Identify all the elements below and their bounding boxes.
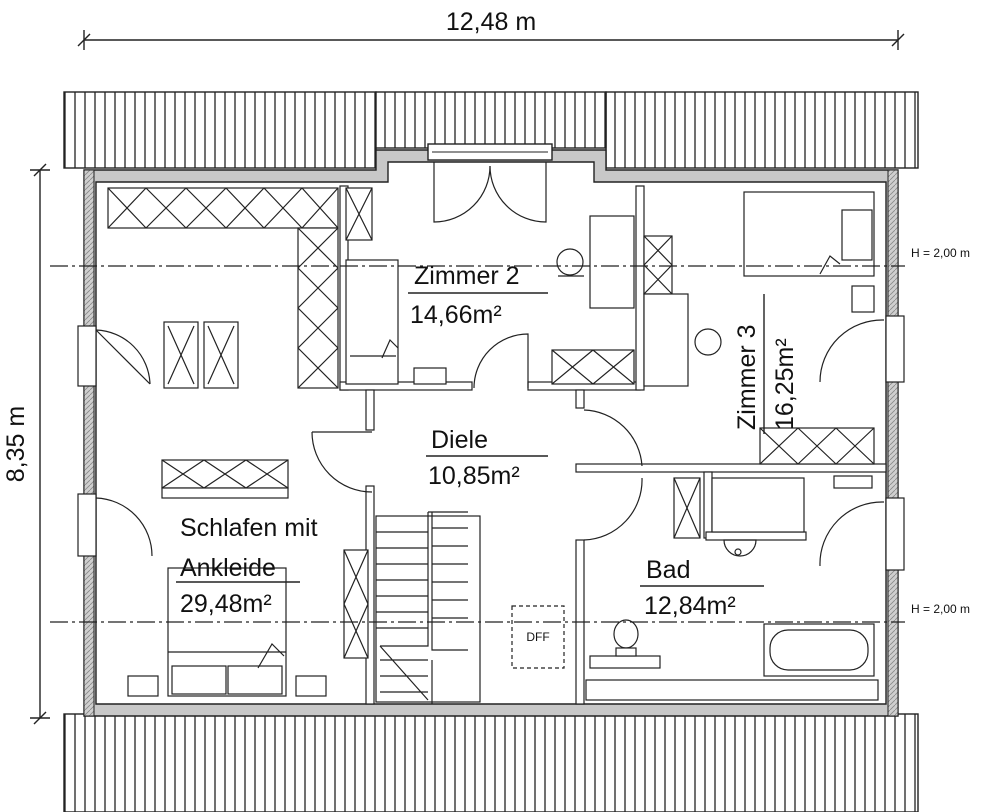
room-zimmer3-name: Zimmer 3 [733, 324, 761, 430]
room-schlafen-area: 29,48m² [180, 590, 272, 618]
room-zimmer2-name: Zimmer 2 [414, 262, 520, 290]
staircase [375, 511, 481, 704]
height-label: 8,35 m [2, 406, 30, 482]
room-bad-name: Bad [646, 556, 690, 584]
room-schlafen-name-line2: Ankleide [180, 554, 276, 582]
furniture-zimmer3 [643, 191, 875, 465]
width-label: 12,48 m [446, 8, 536, 36]
height-line-bottom: H = 2,00 m [50, 602, 970, 623]
height-line-top: H = 2,00 m [50, 246, 970, 267]
room-diele: Diele 10,85m² [426, 426, 548, 490]
room-schlafen-name-line1: Schlafen mit [180, 514, 318, 542]
height-line-label-top: H = 2,00 m [911, 246, 970, 260]
room-bad-area: 12,84m² [644, 592, 736, 620]
room-schlafen: Schlafen mit Ankleide 29,48m² [176, 514, 318, 618]
roof-bottom [63, 713, 919, 812]
dff-label: DFF [526, 630, 549, 644]
width-dimension: 12,48 m [77, 8, 905, 50]
outer-walls [83, 149, 899, 717]
height-line-label-bottom: H = 2,00 m [911, 602, 970, 616]
interior-doors [311, 333, 643, 541]
room-bad: Bad 12,84m² [640, 556, 764, 620]
room-diele-name: Diele [431, 426, 488, 454]
room-zimmer3-area: 16,25m² [771, 338, 799, 430]
dormer-window [427, 143, 553, 223]
side-windows [77, 315, 905, 571]
room-zimmer2-area: 14,66m² [410, 301, 502, 329]
furniture-zimmer2 [345, 187, 635, 385]
dff-box: DFF [511, 605, 565, 669]
wardrobes-schlafen [107, 187, 369, 659]
height-dimension: 8,35 m [2, 163, 50, 725]
furniture-bad [585, 475, 879, 701]
room-zimmer3: Zimmer 3 16,25m² [733, 294, 799, 434]
room-zimmer2: Zimmer 2 14,66m² [408, 262, 548, 329]
room-diele-area: 10,85m² [428, 462, 520, 490]
bed-schlafen [127, 567, 327, 697]
